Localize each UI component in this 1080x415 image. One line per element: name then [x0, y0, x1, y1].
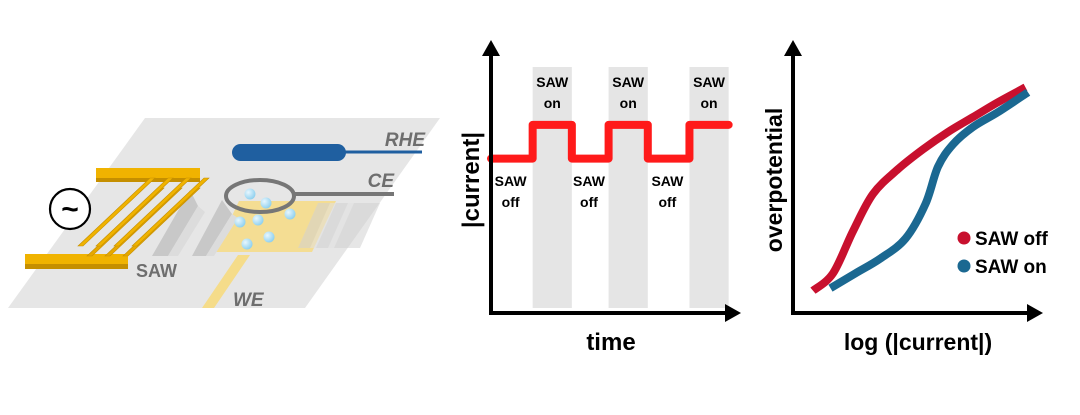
band-label-top: SAW	[536, 74, 569, 90]
current-series	[487, 120, 733, 163]
label-saw: SAW	[136, 261, 177, 281]
off-label-bottom: off	[658, 194, 676, 210]
saw-off-labels: SAW off SAW off SAW off	[495, 173, 684, 210]
working-electrode-lead	[202, 255, 250, 308]
label-we: WE	[233, 290, 265, 311]
tafel-chart: log (|current|) overpotential SAW offSAW…	[761, 40, 1048, 355]
y-axis-label: overpotential	[761, 108, 787, 252]
series-line-saw-on	[828, 88, 1031, 292]
saw-on-band	[689, 67, 729, 308]
legend-label: SAW on	[975, 257, 1047, 278]
idt-finger	[131, 177, 210, 247]
label-rhe: RHE	[385, 130, 426, 151]
y-axis-label: |current|	[458, 132, 485, 228]
band-label-bottom: on	[544, 95, 561, 111]
x-axis-label: time	[586, 329, 635, 356]
saw-device-schematic: ~ RHE CE WE SAW	[8, 118, 440, 311]
band-label-bottom: on	[620, 95, 637, 111]
gas-bubbles	[234, 188, 296, 250]
counter-electrode	[224, 178, 394, 214]
band-label-bottom: on	[700, 95, 717, 111]
saw-wavefronts	[152, 190, 238, 256]
idt-fingers	[77, 177, 210, 257]
saw-on-band	[608, 67, 648, 308]
band-label-top: SAW	[693, 74, 726, 90]
legend-marker	[957, 259, 971, 273]
saw-on-bands	[532, 67, 729, 308]
off-label-bottom: off	[580, 194, 598, 210]
y-axis-arrow	[482, 40, 500, 56]
x-axis-label: log (|current|)	[844, 329, 992, 355]
x-axis-arrow	[1027, 304, 1043, 322]
band-label-top: SAW	[612, 74, 645, 90]
x-axis-arrow	[725, 304, 741, 322]
series-line-current	[487, 120, 733, 163]
y-axis-arrow	[784, 40, 802, 56]
saw-on-band	[532, 67, 572, 308]
off-label-top: SAW	[651, 173, 684, 189]
legend-label: SAW off	[975, 229, 1048, 250]
series-line-saw-off	[810, 83, 1028, 294]
off-label-top: SAW	[573, 173, 606, 189]
reference-electrode-rhe	[232, 144, 422, 161]
interdigital-transducer	[25, 168, 210, 269]
off-label-top: SAW	[495, 173, 528, 189]
off-label-bottom: off	[502, 194, 520, 210]
idt-finger	[95, 177, 174, 247]
legend-marker	[957, 231, 971, 245]
ac-source-symbol: ~	[61, 193, 79, 226]
tafel-series	[810, 83, 1031, 294]
acoustic-wave-trail	[298, 203, 380, 248]
saw-on-labels: SAW on SAW on SAW on	[536, 74, 725, 111]
label-ce: CE	[368, 171, 396, 192]
idt-finger	[113, 177, 192, 247]
ac-source-icon: ~	[48, 187, 92, 231]
idt-finger	[77, 177, 156, 247]
